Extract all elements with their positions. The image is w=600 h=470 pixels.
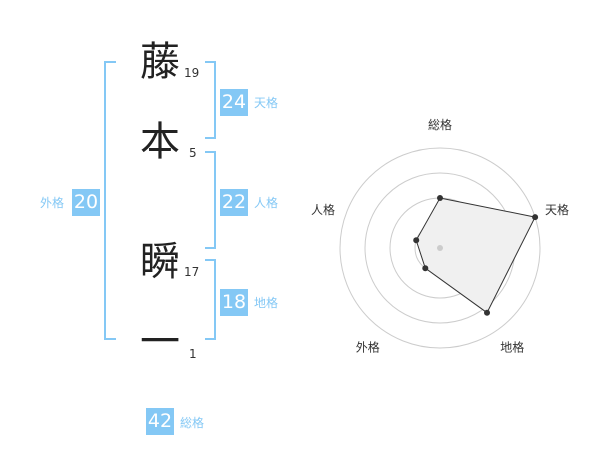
radar-ring-4 [339,147,541,349]
name-char-1: 藤 [140,39,180,85]
tenkaku-bracket [205,61,216,139]
jinkaku-label: 人格 [254,196,279,210]
gaikaku-value: 20 [72,189,100,216]
gaikaku-bracket [104,61,116,340]
name-char-4: 一 [140,319,180,365]
radar-point-gaikaku [422,265,429,272]
chikaku-bracket [205,259,216,340]
stroke-count-4: 1 [189,347,197,361]
chikaku-value: 18 [220,289,248,316]
soukaku-label: 総格 [180,416,205,430]
radar-center-dot [437,245,443,251]
radar-label-chikaku: 地格 [500,340,524,355]
gaikaku-label: 外格 [40,196,65,210]
tenkaku-value: 24 [220,89,248,116]
stroke-count-3: 17 [184,265,200,279]
radar-polygon [415,197,536,314]
stroke-count-2: 5 [189,146,197,160]
radar-label-jinkaku: 人格 [311,202,335,217]
radar-points [413,195,539,316]
radar-point-soukaku [437,195,443,201]
radar-point-tenkaku [532,214,539,221]
radar-label-soukaku: 総格 [428,117,452,132]
name-char-2: 本 [140,119,180,165]
soukaku-value: 42 [146,408,174,435]
jinkaku-bracket [205,151,216,249]
name-char-3: 瞬 [140,239,180,285]
radar-label-tenkaku: 天格 [545,202,569,217]
jinkaku-value: 22 [220,189,248,216]
tenkaku-label: 天格 [254,96,279,110]
radar-point-chikaku [484,309,491,316]
chikaku-label: 地格 [254,296,279,310]
stroke-count-1: 19 [184,66,200,80]
radar-point-jinkaku [413,237,420,244]
radar-label-gaikaku: 外格 [356,340,380,355]
